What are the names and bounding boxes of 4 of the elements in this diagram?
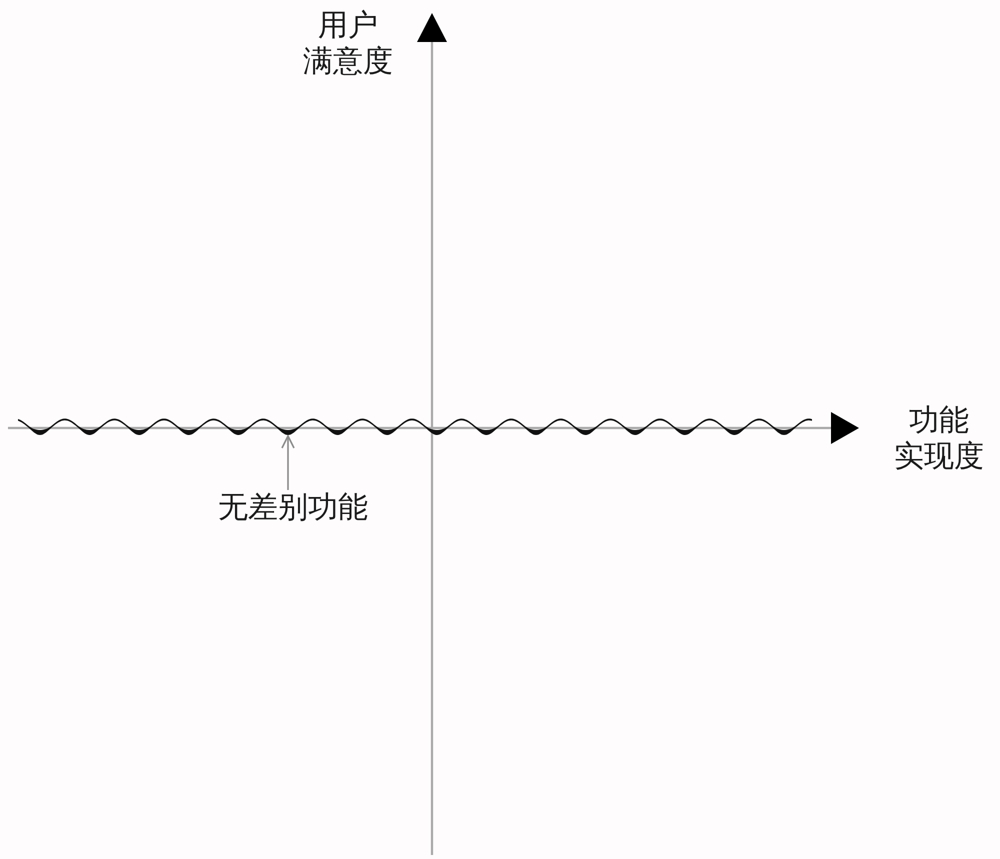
axis-label: 功能实现度: [894, 403, 984, 475]
callout-label: 无差别功能: [218, 490, 368, 526]
leader-arrow: [281, 435, 295, 490]
axis-label: 用户满意度: [303, 8, 393, 80]
